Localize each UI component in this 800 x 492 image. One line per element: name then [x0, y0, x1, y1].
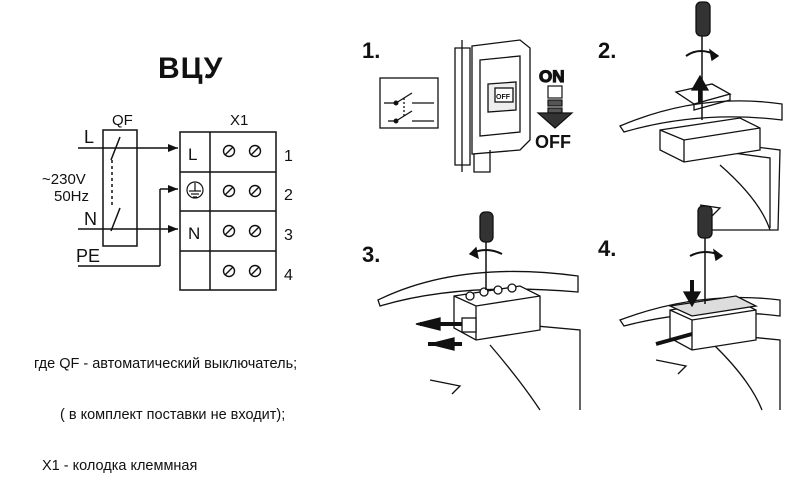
terminal-3-label: N: [188, 224, 200, 243]
switch-symbol-box: [379, 77, 439, 129]
page-title: ВЦУ: [158, 52, 224, 85]
qf-label: QF: [112, 112, 133, 129]
step-1-number: 1.: [362, 38, 381, 63]
step2-illustration: [619, 1, 783, 231]
step3-illustration: [377, 211, 581, 411]
legend-line-2: ( в комплект поставки не входит);: [60, 407, 286, 423]
terminal-4-number: 4: [284, 267, 293, 284]
terminal-1-number: 1: [284, 148, 293, 165]
terminal-2-number: 2: [284, 187, 293, 204]
line-n-label: N: [84, 209, 97, 229]
frequency-label: 50Hz: [54, 188, 89, 205]
x1-label: X1: [230, 112, 248, 129]
step-4-number: 4.: [598, 236, 617, 261]
step-2-number: 2.: [598, 38, 617, 63]
legend-line-1: где QF - автоматический выключатель;: [34, 356, 298, 372]
step4-illustration: [619, 205, 781, 411]
diagram-canvas: QF X1 L N PE ~230V 50Hz L N 1 2 3 4 OFF: [42, 1, 783, 411]
terminal-screws: [222, 144, 262, 278]
off-arrow-icon: [536, 85, 574, 129]
line-l-label: L: [84, 127, 94, 147]
qf-breaker-box: [102, 129, 138, 247]
step-3-number: 3.: [362, 242, 381, 267]
wiring-diagram: [78, 129, 277, 291]
voltage-label: ~230V: [42, 171, 86, 188]
terminal-3-number: 3: [284, 227, 293, 244]
legend: где QF - автоматический выключатель; ( в…: [34, 322, 297, 492]
on-label: ON: [539, 67, 565, 86]
off-label: OFF: [535, 132, 571, 152]
terminal-1-label: L: [188, 145, 197, 164]
ground-icon: [186, 181, 204, 199]
breaker-handle-label: OFF: [496, 94, 511, 101]
line-pe-label: PE: [76, 246, 100, 266]
step1-illustration: [379, 39, 531, 173]
legend-line-3: X1 - колодка клеммная: [42, 458, 198, 474]
